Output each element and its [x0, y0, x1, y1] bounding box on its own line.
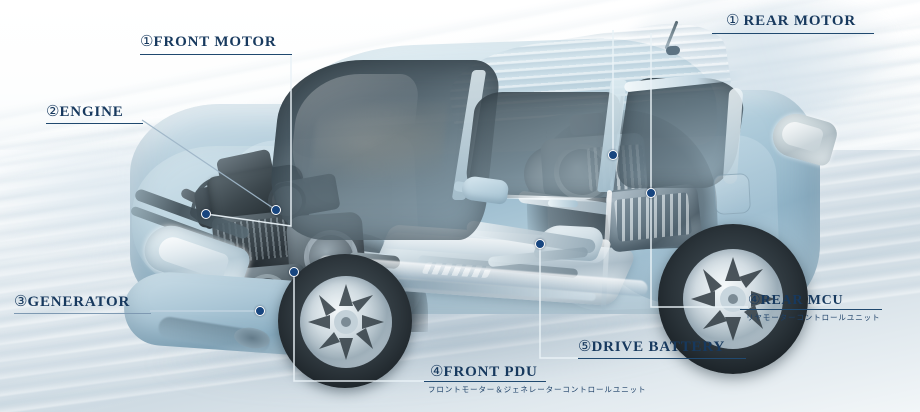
callout-rear-mcu-rule — [740, 309, 882, 311]
marker-rear-mcu[interactable] — [646, 188, 656, 198]
callout-engine[interactable]: ②ENGINE — [46, 102, 124, 121]
marker-rear-motor[interactable] — [608, 150, 618, 160]
leader-front-motor — [205, 54, 292, 227]
callout-rear-motor-number: ① — [726, 13, 740, 29]
callout-front-pdu[interactable]: ④FRONT PDU — [430, 362, 538, 381]
callout-front-motor-label: FRONT MOTOR — [153, 34, 277, 50]
front-wheel-rim — [300, 276, 392, 368]
callout-front-pdu-rule — [424, 381, 546, 383]
callout-engine-label: ENGINE — [59, 104, 124, 120]
callout-front-pdu-label: FRONT PDU — [443, 364, 538, 380]
leader-rear-mcu — [650, 193, 748, 308]
callout-front-motor-rule — [140, 54, 292, 56]
callout-rear-motor-rule — [712, 33, 874, 35]
leader-front-pdu — [293, 272, 430, 382]
callout-drive-battery-rule — [578, 358, 746, 360]
callout-front-motor[interactable]: ①FRONT MOTOR — [140, 32, 277, 51]
callout-front-pdu-number: ④ — [430, 364, 444, 380]
marker-front-pdu[interactable] — [289, 267, 299, 277]
rear-rim-spokes — [691, 257, 775, 341]
callout-drive-battery-number: ⑤ — [578, 339, 592, 355]
callout-rear-mcu[interactable]: ④REAR MCU — [748, 292, 843, 309]
callout-generator-label: GENERATOR — [27, 294, 131, 310]
marker-front-motor[interactable] — [201, 209, 211, 219]
callout-rear-motor-label: REAR MOTOR — [743, 13, 857, 29]
callout-drive-battery[interactable]: ⑤DRIVE BATTERY — [578, 337, 725, 356]
front-rim-spokes — [308, 284, 384, 360]
rear-wheel-rim — [683, 249, 783, 349]
callout-generator-number: ③ — [14, 294, 28, 310]
callout-engine-rule — [46, 123, 143, 125]
callout-rear-mcu-subtitle: リヤモーターコントロールユニット — [746, 313, 881, 322]
marker-engine[interactable] — [271, 205, 281, 215]
callout-rear-mcu-number: ④ — [748, 293, 761, 308]
callout-generator-rule — [14, 313, 151, 314]
leader-drive-battery — [539, 244, 578, 359]
marker-generator[interactable] — [255, 306, 265, 316]
callout-drive-battery-label: DRIVE BATTERY — [591, 339, 726, 355]
leader-engine — [141, 119, 277, 211]
callout-generator[interactable]: ③GENERATOR — [14, 292, 130, 311]
callout-front-pdu-subtitle: フロントモーター＆ジェネレーターコントロールユニット — [428, 385, 647, 394]
callout-front-motor-number: ① — [140, 34, 154, 50]
marker-drive-battery[interactable] — [535, 239, 545, 249]
callout-engine-number: ② — [46, 104, 60, 120]
callout-rear-mcu-label: REAR MCU — [760, 293, 844, 308]
vehicle-illustration — [118, 14, 840, 388]
